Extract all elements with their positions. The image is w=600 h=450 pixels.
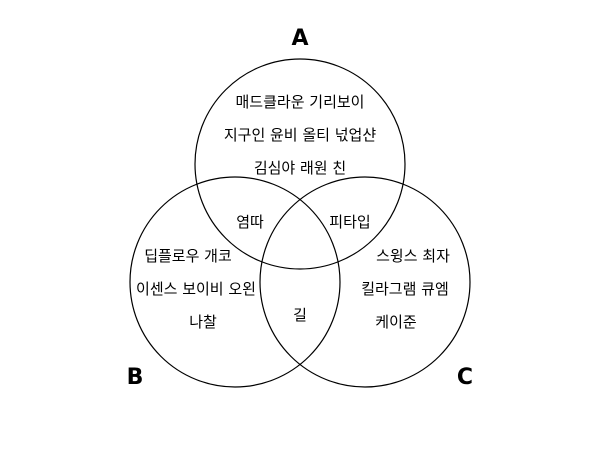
circle-b xyxy=(129,176,341,388)
set-label-c: C xyxy=(456,365,474,390)
region-ab: 염따 xyxy=(236,213,264,231)
region-c-line-2: 킬라그램 큐엠 xyxy=(361,280,449,298)
circle-a xyxy=(194,58,406,270)
set-label-a: A xyxy=(291,26,309,51)
region-a-line-2: 지구인 윤비 올티 넋업샨 xyxy=(223,126,377,144)
region-a-line-1: 매드클라운 기리보이 xyxy=(235,93,365,111)
set-label-b: B xyxy=(126,365,144,390)
region-c-line-3: 케이준 xyxy=(375,313,417,331)
region-b-line-1: 딥플로우 개코 xyxy=(144,247,232,265)
region-a-line-3: 김심야 래원 친 xyxy=(253,159,347,177)
region-abc: 길 xyxy=(293,306,307,324)
region-b-line-3: 나찰 xyxy=(189,313,217,331)
circle-c xyxy=(259,176,471,388)
region-ac: 피타입 xyxy=(329,213,371,231)
region-c-line-1: 스윙스 최자 xyxy=(376,247,450,265)
region-b-line-2: 이센스 보이비 오왼 xyxy=(136,280,256,298)
